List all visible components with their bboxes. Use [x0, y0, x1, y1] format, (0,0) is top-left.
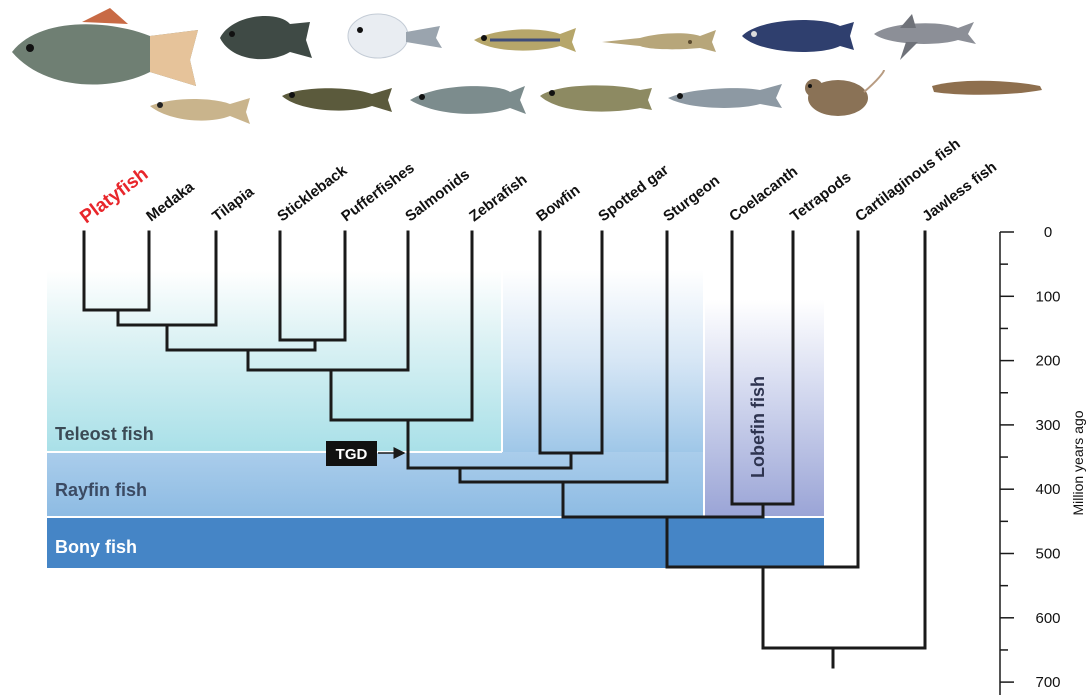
- bony-fish-label: Bony fish: [55, 537, 137, 557]
- taxon-label-tilapia: Tilapia: [209, 183, 257, 225]
- taxon-label-stickleback: Stickleback: [274, 162, 351, 226]
- pufferfish-image: [348, 14, 442, 58]
- tilapia-image: [220, 16, 312, 59]
- teleost-fish-label: Teleost fish: [55, 424, 154, 444]
- salmonid-image: [410, 86, 526, 114]
- taxon-label-zebrafish: Zebrafish: [466, 171, 530, 225]
- tetrapod-mouse-image: [805, 70, 884, 116]
- time-axis-tick-label: 700: [1035, 674, 1060, 691]
- time-axis-tick-label: 100: [1035, 288, 1060, 305]
- jawless-fish-image: [932, 81, 1042, 95]
- lobefin-fish-label: Lobefin fish: [748, 376, 768, 478]
- time-axis-tick-label: 0: [1044, 224, 1052, 241]
- time-axis-title: Million years ago: [1070, 410, 1086, 515]
- bony-fish-panel: [47, 518, 824, 568]
- medaka-image: [150, 98, 250, 124]
- taxon-label-platyfish: Platyfish: [76, 164, 152, 228]
- time-axis-tick-label: 300: [1035, 417, 1060, 434]
- rayfin-fish-label: Rayfin fish: [55, 480, 147, 500]
- time-axis: 0 100 200 300 400 500 600 700 Million years ago: [1000, 224, 1086, 695]
- time-axis-ticks: 0 100 200 300 400 500 600 700: [1000, 224, 1061, 691]
- cartilaginous-fish-image: [874, 14, 976, 60]
- time-axis-tick-label: 600: [1035, 610, 1060, 627]
- taxon-label-sturgeon: Sturgeon: [660, 172, 723, 225]
- time-axis-tick-label: 500: [1035, 546, 1060, 563]
- taxon-label-medaka: Medaka: [143, 178, 198, 225]
- spotted-gar-image: [602, 30, 716, 52]
- taxon-label-spotted-gar: Spotted gar: [595, 161, 672, 225]
- sturgeon-image: [668, 84, 782, 108]
- taxon-labels: Platyfish Medaka Tilapia Stickleback Puf…: [76, 135, 1000, 228]
- stickleback-image: [282, 88, 392, 112]
- organism-illustrations: [12, 8, 1042, 124]
- time-axis-tick-label: 400: [1035, 481, 1060, 498]
- time-axis-tick-label: 200: [1035, 353, 1060, 370]
- taxon-label-bowfin: Bowfin: [533, 182, 583, 226]
- platyfish-image: [12, 8, 198, 86]
- bowfin-image: [540, 85, 652, 111]
- coelacanth-image: [742, 20, 854, 52]
- zebrafish-image: [474, 28, 576, 52]
- tgd-label: TGD: [336, 446, 368, 463]
